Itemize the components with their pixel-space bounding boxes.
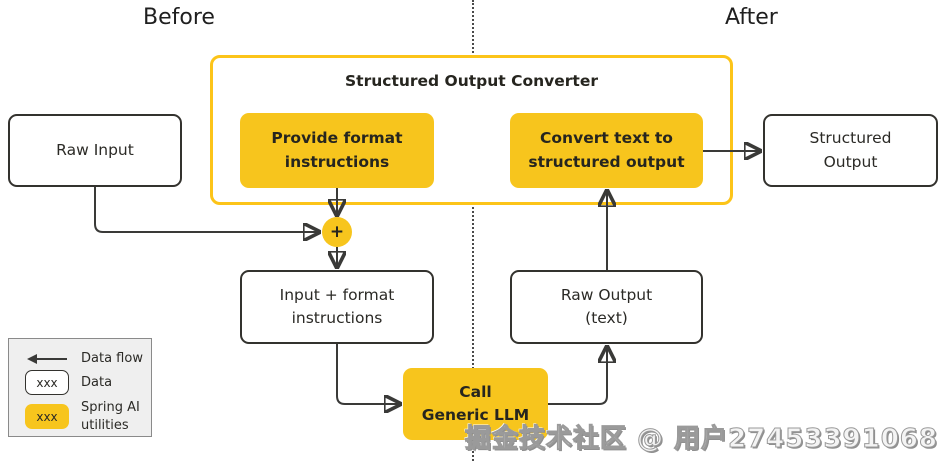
plus-merge-node: + — [322, 217, 352, 247]
data-flow-arrow-icon — [25, 353, 69, 365]
arrow-call-llm-to-raw-output — [548, 347, 607, 405]
legend-row-data: xxx Data — [25, 370, 112, 395]
node-call-generic-llm: Call Generic LLM — [403, 368, 548, 440]
node-provide-format-instructions: Provide format instructions — [240, 113, 434, 188]
group-title: Structured Output Converter — [345, 72, 598, 90]
legend-data-flow-label: Data flow — [81, 351, 143, 366]
legend-data-label: Data — [81, 374, 113, 390]
before-heading: Before — [143, 5, 215, 30]
data-node-sample: xxx — [25, 370, 69, 395]
legend-row-spring-ai: xxx Spring AI utilities — [25, 399, 140, 434]
watermark-text: 掘金技术社区 @ 用户27453391068 — [464, 424, 938, 455]
after-heading: After — [725, 5, 778, 30]
node-raw-input: Raw Input — [8, 114, 182, 187]
legend: Data flow xxx Data xxx Spring AI utiliti… — [8, 338, 152, 437]
spring-ai-node-sample: xxx — [25, 404, 69, 430]
legend-row-data-flow: Data flow — [25, 350, 143, 368]
arrow-input-format-to-call-llm — [336, 344, 400, 404]
node-raw-output-text: Raw Output (text) — [510, 270, 703, 344]
node-structured-output: Structured Output — [763, 114, 938, 187]
node-convert-text-to-structured-output: Convert text to structured output — [510, 113, 703, 188]
legend-spring-ai-label: Spring AI utilities — [81, 400, 140, 433]
before-after-divider — [472, 0, 474, 461]
node-input-plus-format-instructions: Input + format instructions — [240, 270, 434, 344]
